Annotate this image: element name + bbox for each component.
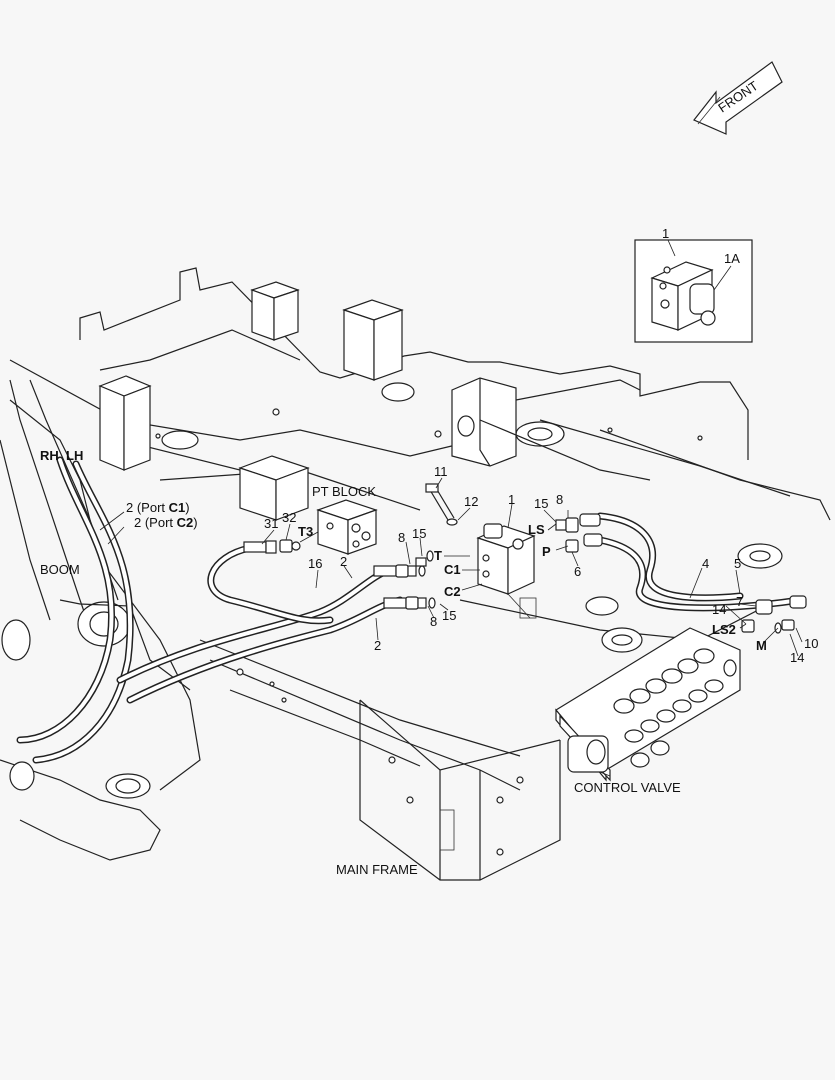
main-frame-label: MAIN FRAME — [336, 862, 418, 877]
callout-31: 31 — [264, 516, 278, 531]
port-t3-label: T3 — [298, 524, 313, 539]
port-labels: RH LH T3 T C1 C2 LS P LS2 M — [40, 448, 767, 653]
callout-15-bottom: 15 — [442, 608, 456, 623]
leader-lines — [99, 477, 803, 777]
callout-5: 5 — [734, 556, 741, 571]
port-rh-label: RH — [40, 448, 59, 463]
fittings-c1-c2 — [373, 550, 436, 610]
frame-bolts — [155, 408, 703, 856]
washer-12 — [446, 518, 458, 526]
callout-7: 7 — [736, 594, 743, 609]
port-c1-label: C1 — [444, 562, 461, 577]
frame-bracket — [451, 377, 651, 481]
callout-15-left: 15 — [412, 526, 426, 541]
fittings-ls-p — [555, 513, 603, 553]
callout-14-right: 14 — [790, 650, 804, 665]
callout-8-left: 8 — [398, 530, 405, 545]
callout-4: 4 — [702, 556, 709, 571]
callout-numbers: 11 12 1 15 8 31 32 8 15 16 2 2 8 15 6 4 … — [264, 464, 818, 665]
callout-32: 32 — [282, 510, 296, 525]
frame-block-d — [238, 455, 310, 521]
pt-block-label: PT BLOCK — [312, 484, 376, 499]
frame-block-c — [98, 375, 152, 471]
assembly-labels: BOOM CONTROL VALVE MAIN FRAME — [40, 562, 681, 877]
port-p-label: P — [542, 544, 551, 559]
main-frame — [0, 267, 831, 881]
callout-6: 6 — [574, 564, 581, 579]
front-arrow-icon: FRONT — [693, 61, 783, 135]
hose-c2 — [126, 596, 404, 704]
callout-15-top: 15 — [534, 496, 548, 511]
fittings-ls2-m — [741, 595, 807, 634]
callout-1: 1 — [508, 492, 515, 507]
boom-label: BOOM — [40, 562, 80, 577]
boom-hose-lh — [32, 460, 134, 764]
fitting-31 — [243, 540, 277, 554]
inset-valve-icon — [650, 261, 716, 331]
inset-sub-callout: 1A — [724, 251, 740, 266]
frame-block-b — [342, 299, 404, 381]
control-valve — [555, 627, 741, 782]
inset-detail: 1 1A — [634, 226, 753, 343]
inset-callout: 1 — [662, 226, 669, 241]
frame-block-a — [250, 281, 300, 341]
callout-16: 16 — [308, 556, 322, 571]
hose-16 — [207, 544, 334, 625]
pt-block: PT BLOCK — [312, 484, 378, 555]
port-m-label: M — [756, 638, 767, 653]
control-valve-sections — [613, 648, 724, 768]
callout-12: 12 — [464, 494, 478, 509]
port-c2-label: C2 — [444, 584, 461, 599]
hose-port-c2-label: 2 (Port C2) — [134, 515, 198, 530]
hose-port-labels: 2 (Port C1) 2 (Port C2) — [126, 500, 198, 530]
callout-8-bottom: 8 — [430, 614, 437, 629]
callout-2-low: 2 — [374, 638, 381, 653]
bolt-11 — [425, 483, 455, 521]
hose-ls — [596, 512, 744, 602]
port-ls-label: LS — [528, 522, 545, 537]
pilot-valve — [476, 523, 537, 619]
hose-port-c1-label: 2 (Port C1) — [126, 500, 190, 515]
control-valve-label: CONTROL VALVE — [574, 780, 681, 795]
callout-11: 11 — [434, 464, 448, 479]
port-ls2-label: LS2 — [712, 622, 736, 637]
port-t-label: T — [434, 548, 442, 563]
callout-10: 10 — [804, 636, 818, 651]
callout-14-left: 14 — [712, 602, 726, 617]
callout-2-mid: 2 — [340, 554, 347, 569]
boom-hose-rh — [16, 456, 115, 744]
callout-8-top: 8 — [556, 492, 563, 507]
fitting-32 — [279, 539, 301, 553]
hose-p — [596, 536, 804, 612]
port-lh-label: LH — [66, 448, 83, 463]
